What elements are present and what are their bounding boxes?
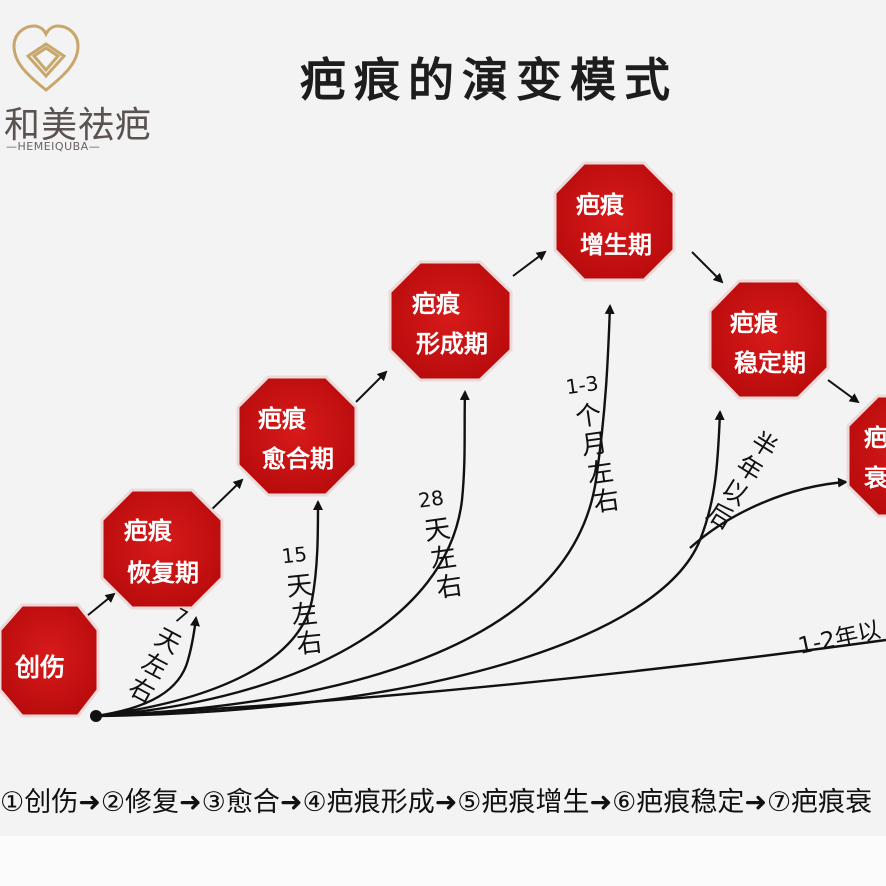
stage-flow-summary: ①创伤➜②修复➜③愈合➜④疤痕形成➜⑤疤痕增生➜⑥疤痕稳定➜⑦疤痕衰 [0,787,873,818]
stage-stable-line2: 稳定期 [734,349,806,377]
duration-label-line: 右 [435,571,465,604]
stage-nodes: 创伤 疤痕 恢复期 疤痕 愈合期 疤痕 形成期 疤痕 增生期 疤痕 稳定期 [0,161,886,718]
stage-recovery-line1: 疤痕 [124,517,173,545]
logo-subtitle: —HEMEIQUBA— [6,140,101,153]
stage-healing: 疤痕 愈合期 [236,375,358,497]
curve-half-year-branch [689,477,848,549]
stage-formation-line1: 疤痕 [412,290,461,318]
duration-15-days: 15 天 左 右 [280,542,324,661]
stage-hyperplasia-line2: 增生期 [580,231,652,259]
logo-icon [12,24,80,92]
stage-stable-octagon [708,279,830,400]
bottom-band [0,836,886,886]
duration-label-line: 右 [295,628,324,661]
step-arrow [355,370,388,403]
duration-label-line: 个 [573,400,603,433]
duration-1-3-months: 1-3 个 月 左 右 [564,371,622,519]
origin-dot [90,710,102,722]
stage-decline-line1: 疤 [864,424,886,452]
duration-label-line: 天 [422,514,452,547]
stage-recovery: 疤痕 恢复期 [100,488,224,610]
stage-stable-line1: 疤痕 [730,309,779,337]
stage-trauma: 创伤 [0,603,100,718]
duration-label-line: 15 [280,542,308,569]
stage-formation: 疤痕 形成期 [388,260,513,382]
stage-formation-octagon [388,260,513,382]
duration-label-line: 1-3 [564,371,600,399]
curve-1-3-months [95,304,615,718]
duration-curves [95,304,886,718]
duration-half-year: 半 年 以 后 [702,426,783,535]
stage-trauma-label: 创伤 [14,653,65,682]
duration-28-days: 28 天 左 右 [417,485,465,604]
duration-label-line: 28 [417,485,446,512]
duration-1-2-years: 1-2年以 [796,617,883,660]
stage-hyperplasia-octagon [553,161,676,282]
stage-healing-octagon [236,375,358,497]
stage-hyperplasia-line1: 疤痕 [576,191,625,219]
duration-7-days: 7 天 左 右 [124,604,192,709]
duration-label-line: 左 [429,542,459,575]
curve-7-days [95,616,200,718]
step-arrow [512,250,547,277]
stage-stable: 疤痕 稳定期 [708,279,830,400]
stage-trauma-octagon [0,603,100,718]
curve-15-days [95,500,323,718]
stage-decline-line2: 衰 [863,464,886,492]
stage-healing-line1: 疤痕 [258,405,307,433]
duration-label-line: 月 [580,428,610,461]
stage-hyperplasia: 疤痕 增生期 [553,161,676,282]
stage-decline-octagon [846,394,886,518]
duration-label-line: 右 [592,485,622,518]
stage-decline: 疤 衰 [846,394,886,518]
logo-name: 和美祛疤 [4,105,153,146]
duration-label-line: 天 [285,570,314,603]
duration-label-line: 左 [586,457,616,490]
stage-recovery-line2: 恢复期 [127,559,199,587]
curve-28-days [95,390,470,718]
step-arrow [827,379,860,404]
stage-formation-line2: 形成期 [416,330,488,358]
curve-1-2-years [95,638,886,718]
stage-recovery-octagon [100,488,224,610]
duration-labels: 7 天 左 右 15 天 左 右 28 天 左 右 1-3 个 月 左 右 半 … [124,371,883,709]
page-title: 疤痕的演变模式 [300,53,678,107]
step-arrow [207,478,244,514]
stage-healing-line2: 愈合期 [262,445,334,473]
duration-label-line: 左 [290,599,319,632]
step-arrow [691,251,724,284]
